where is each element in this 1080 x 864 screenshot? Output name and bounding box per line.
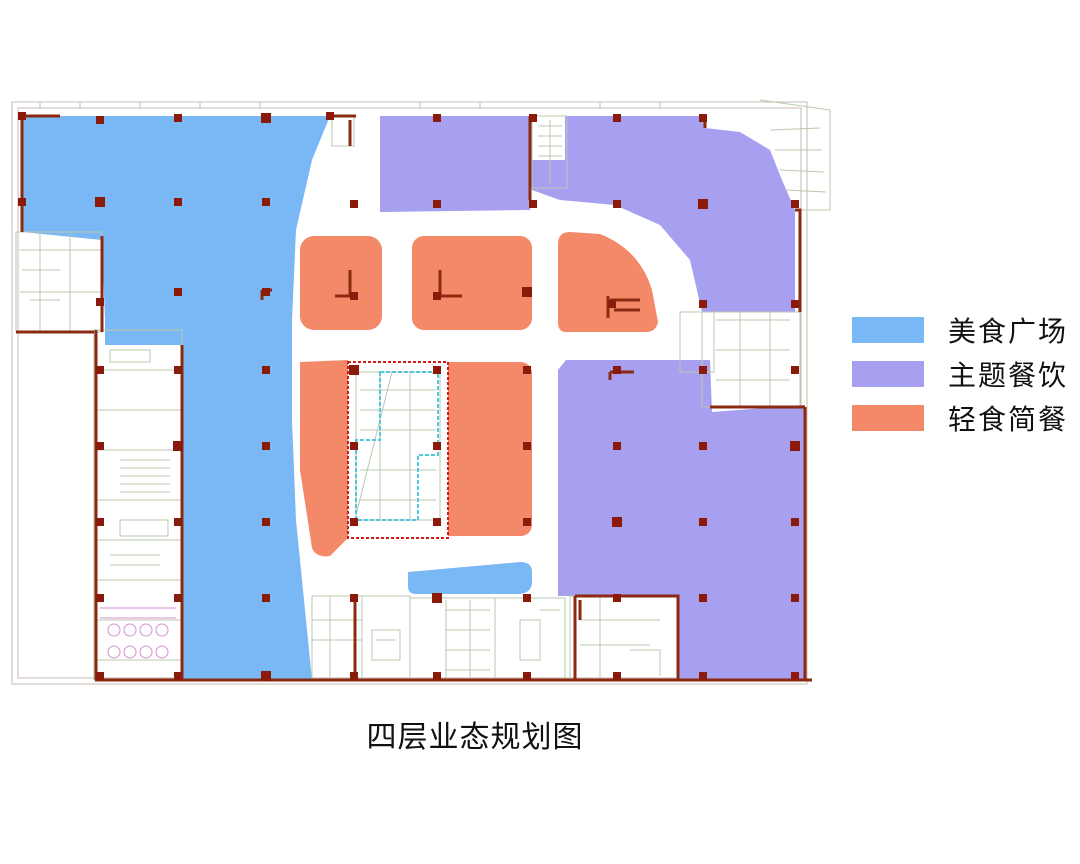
structural-column [326,112,334,120]
structural-column [96,298,104,306]
legend-item-light-meals: 轻食简餐 [852,396,1068,440]
structural-column [174,198,182,206]
structural-column [96,116,104,124]
structural-column [174,672,182,680]
structural-column [350,442,358,450]
zone-light-meals-3 [558,232,658,332]
structural-column [174,518,182,526]
structural-column [262,366,270,374]
structural-column [350,594,358,602]
atrium-core [347,361,449,539]
legend-label-theme-dining: 主题餐饮 [948,359,1069,392]
structural-column [608,300,616,308]
structural-column [522,287,532,297]
structural-column [261,671,271,681]
structural-column [18,198,26,206]
zone-theme-dining-north-a [380,116,530,212]
zone-light-meals-4 [300,360,348,557]
structural-column [95,197,105,207]
structural-column [529,200,537,208]
structural-column [96,672,104,680]
structural-column [790,441,800,451]
structural-column [613,366,621,374]
structural-column [262,198,270,206]
structural-column [433,200,441,208]
structural-column [613,114,621,122]
structural-column [613,442,621,450]
structural-column [18,112,26,120]
structural-column [262,518,270,526]
structural-column [174,594,182,602]
structural-column [699,672,707,680]
structural-column [349,365,359,375]
structural-column [699,366,707,374]
structural-column [613,672,621,680]
structural-column [523,442,531,450]
zone-light-meals-5 [448,362,532,536]
legend-item-theme-dining: 主题餐饮 [852,352,1068,396]
structural-column [262,594,270,602]
zone-theme-dining-south [558,360,805,680]
structural-columns [18,112,800,681]
structural-column [433,518,441,526]
structural-column [350,518,358,526]
structural-column [261,113,271,123]
structural-column [791,672,799,680]
structural-column [174,366,182,374]
zone-food-court-kiosk [408,562,532,594]
structural-column [791,594,799,602]
zone-light-meals-1 [300,236,382,330]
structural-column [433,366,441,374]
structural-column [699,114,707,122]
structural-column [699,518,707,526]
structural-column [433,114,441,122]
structural-column [791,366,799,374]
structural-column [612,517,622,527]
walls [16,114,812,682]
structural-column [699,300,707,308]
structural-column [262,442,270,450]
zone-theme-dining-north-b [532,116,795,312]
structural-column [523,672,531,680]
structural-column [174,288,182,296]
structural-column [174,114,182,122]
zone-food-court [22,116,330,680]
legend-swatch-light-meals [852,405,924,431]
structural-column [433,672,441,680]
legend-item-food-court: 美食广场 [852,308,1068,352]
diagram-caption: 四层业态规划图 [366,720,584,755]
structural-column [523,594,531,602]
structural-column [791,518,799,526]
structural-column [529,114,537,122]
structural-column [96,594,104,602]
structural-column [96,366,104,374]
legend-label-light-meals: 轻食简餐 [948,403,1069,436]
structural-column [791,300,799,308]
structural-column [432,593,442,603]
structural-column [433,292,441,300]
legend-swatch-theme-dining [852,361,924,387]
structural-column [791,200,799,208]
structural-column [699,594,707,602]
structural-column [350,200,358,208]
structural-column [350,672,358,680]
structural-column [96,442,104,450]
structural-column [96,518,104,526]
structural-column [173,441,183,451]
structural-column [262,288,270,296]
structural-column [699,442,707,450]
structural-column [613,594,621,602]
structural-column [350,292,358,300]
structural-column [523,366,531,374]
zone-light-meals-2 [412,236,532,330]
legend-label-food-court: 美食广场 [948,315,1069,348]
legend: 美食广场 主题餐饮 轻食简餐 [852,308,1068,440]
washroom-fixtures [100,607,176,659]
structural-column [613,200,621,208]
structural-column [523,518,531,526]
structural-column [698,199,708,209]
legend-swatch-food-court [852,317,924,343]
structural-column [433,442,441,450]
